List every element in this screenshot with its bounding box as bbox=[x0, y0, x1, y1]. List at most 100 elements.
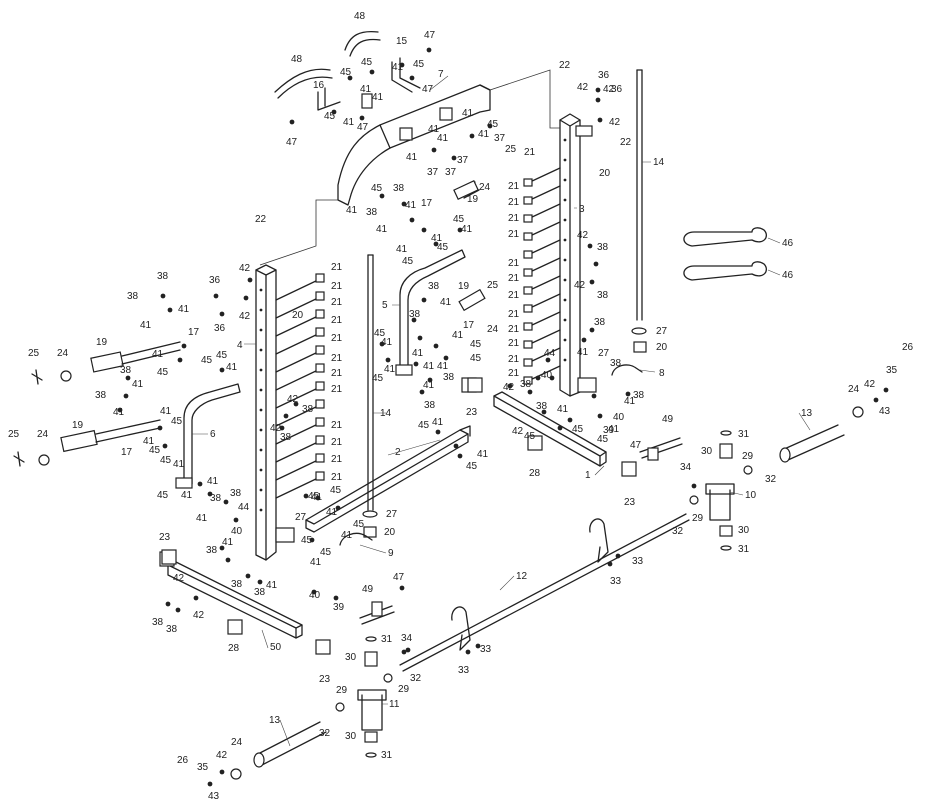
rear-base-frame-1 bbox=[461, 377, 637, 477]
callout-41-au: 41 bbox=[341, 530, 353, 541]
callout-50: 50 bbox=[270, 642, 282, 653]
callout-1: 1 bbox=[585, 470, 591, 481]
callout-45-j: 45 bbox=[470, 339, 482, 350]
callout-38-base-c: 38 bbox=[206, 545, 218, 556]
callout-38-right-a: 38 bbox=[597, 242, 609, 253]
callout-29-lower: 29 bbox=[692, 513, 704, 524]
callout-41-ak: 41 bbox=[143, 436, 155, 447]
callout-36-left-b: 36 bbox=[214, 323, 226, 334]
callout-30-bottom-lower: 30 bbox=[345, 731, 357, 742]
roller-pads-19 bbox=[60, 180, 486, 453]
callout-21-r12: 21 bbox=[508, 368, 520, 379]
callout-38-right-d: 38 bbox=[610, 358, 622, 369]
callout-32: 32 bbox=[765, 474, 777, 485]
callout-33-bottom: 33 bbox=[480, 644, 492, 655]
callout-33-lower: 33 bbox=[610, 576, 622, 587]
callout-23-left: 23 bbox=[159, 532, 171, 543]
callout-41-p: 41 bbox=[440, 297, 452, 308]
callout-42-o: 42 bbox=[216, 750, 228, 761]
callout-47-f: 47 bbox=[393, 572, 405, 583]
callout-41-am: 41 bbox=[207, 476, 219, 487]
callout-41-w: 41 bbox=[423, 380, 435, 391]
callout-19-mid: 19 bbox=[458, 281, 470, 292]
callout-21-r10: 21 bbox=[508, 338, 520, 349]
callout-23-right: 23 bbox=[624, 497, 636, 508]
callout-45-o: 45 bbox=[466, 461, 478, 472]
callout-41-af: 41 bbox=[152, 349, 164, 360]
callout-41-ad: 41 bbox=[178, 304, 190, 315]
callout-41-ah: 41 bbox=[132, 379, 144, 390]
callout-41-y: 41 bbox=[477, 449, 489, 460]
callout-45-ac: 45 bbox=[301, 535, 313, 546]
callout-40-b: 40 bbox=[613, 412, 625, 423]
callout-47-c: 47 bbox=[357, 122, 369, 133]
callout-23: 23 bbox=[466, 407, 478, 418]
callout-38-base-e: 38 bbox=[254, 587, 266, 598]
callout-21-r1: 21 bbox=[508, 181, 520, 192]
callout-36-left: 36 bbox=[209, 275, 221, 286]
callout-32-bottom-right: 32 bbox=[410, 673, 422, 684]
callout-41-g: 41 bbox=[428, 124, 440, 135]
callout-45-s: 45 bbox=[201, 355, 213, 366]
callout-41-x: 41 bbox=[432, 417, 444, 428]
callout-29-bottom: 29 bbox=[336, 685, 348, 696]
callout-41-s: 41 bbox=[423, 361, 435, 372]
callout-27-upright: 27 bbox=[598, 348, 610, 359]
front-base-frame-50 bbox=[159, 551, 331, 655]
callout-45-v: 45 bbox=[171, 416, 183, 427]
callout-13: 13 bbox=[269, 715, 281, 726]
callout-28: 28 bbox=[529, 468, 541, 479]
callout-21-l1: 21 bbox=[331, 262, 343, 273]
callout-20-right: 20 bbox=[656, 342, 668, 353]
callout-41-ar: 41 bbox=[310, 557, 322, 568]
callout-leader-lines bbox=[192, 75, 811, 747]
callout-45-p: 45 bbox=[524, 431, 536, 442]
callout-31-bottom: 31 bbox=[381, 634, 393, 645]
callout-24-right: 24 bbox=[848, 384, 860, 395]
top-arch-frame bbox=[259, 69, 560, 266]
spotter-arm-5 bbox=[395, 249, 466, 376]
callout-41-ac: 41 bbox=[624, 396, 636, 407]
callout-30: 30 bbox=[701, 446, 713, 457]
right-safety-hooks bbox=[523, 167, 561, 385]
callout-21-r6: 21 bbox=[508, 273, 520, 284]
hardware-bolts bbox=[117, 47, 889, 787]
callout-21-r2: 21 bbox=[508, 197, 520, 208]
callout-41-ab: 41 bbox=[608, 424, 620, 435]
callout-16: 16 bbox=[313, 80, 325, 91]
callout-40: 40 bbox=[541, 370, 553, 381]
smith-bar-12 bbox=[399, 513, 690, 672]
callout-45-aa: 45 bbox=[330, 485, 342, 496]
callout-24-left-lower: 24 bbox=[37, 429, 49, 440]
callout-42-c: 42 bbox=[577, 82, 589, 93]
callout-22-right: 22 bbox=[620, 137, 632, 148]
callout-45-m: 45 bbox=[372, 373, 384, 384]
callout-30-lower: 30 bbox=[738, 525, 750, 536]
callout-14-right: 14 bbox=[653, 157, 665, 168]
callout-49: 49 bbox=[662, 414, 674, 425]
callout-41-ao: 41 bbox=[196, 513, 208, 524]
callout-20-bottom: 20 bbox=[384, 527, 396, 538]
callout-37-d: 37 bbox=[457, 155, 469, 166]
callout-41-i: 41 bbox=[406, 152, 418, 163]
callout-27: 27 bbox=[656, 326, 668, 337]
callout-45-z: 45 bbox=[308, 491, 320, 502]
callout-24-left-upper: 24 bbox=[57, 348, 69, 359]
callout-45-h: 45 bbox=[437, 242, 449, 253]
callout-41-v: 41 bbox=[384, 364, 396, 375]
callout-43: 43 bbox=[879, 406, 891, 417]
callout-41-n: 41 bbox=[431, 233, 443, 244]
callout-6: 6 bbox=[210, 429, 216, 440]
callout-35-bottom: 35 bbox=[197, 762, 209, 773]
callout-41-a: 41 bbox=[360, 84, 372, 95]
callout-38-base-g: 38 bbox=[166, 624, 178, 635]
callout-41-z: 41 bbox=[557, 404, 569, 415]
callout-42-b: 42 bbox=[609, 117, 621, 128]
callout-42-n: 42 bbox=[864, 379, 876, 390]
callout-19-left-upper: 19 bbox=[96, 337, 108, 348]
callout-39-bottom: 39 bbox=[333, 602, 345, 613]
callout-37: 37 bbox=[494, 133, 506, 144]
left-safety-hooks bbox=[275, 273, 325, 499]
callout-40-bottom: 40 bbox=[309, 590, 321, 601]
